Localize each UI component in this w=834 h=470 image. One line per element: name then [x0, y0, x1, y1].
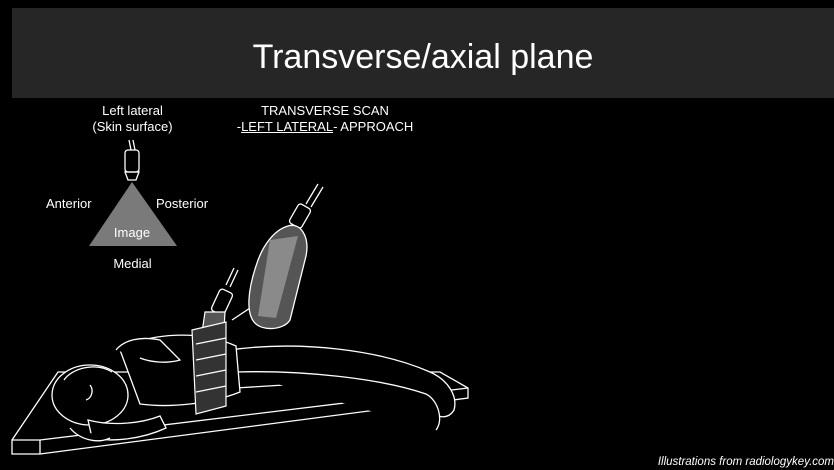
posterior-label: Posterior [156, 196, 208, 212]
probe-label-line2: (Skin surface) [80, 119, 185, 135]
scan-heading-underlined: LEFT LATERAL [241, 119, 333, 134]
scan-heading-line1: TRANSVERSE SCAN [230, 103, 420, 119]
patient-figure [52, 335, 455, 441]
scan-heading-line2: -LEFT LATERAL- APPROACH [230, 119, 420, 135]
cross-section-probe-icon [288, 184, 323, 229]
probe-icon [125, 140, 139, 180]
probe-label-line1: Left lateral [80, 103, 185, 119]
scan-heading-suffix: - APPROACH [333, 119, 413, 134]
medial-label: Medial [95, 256, 170, 272]
image-label: Image [103, 225, 161, 241]
anterior-label: Anterior [46, 196, 92, 212]
body-scan-slice [192, 312, 226, 414]
magnified-cross-section [249, 225, 307, 328]
scan-heading: TRANSVERSE SCAN -LEFT LATERAL- APPROACH [230, 103, 420, 135]
credit-text: Illustrations from radiologykey.com [658, 456, 834, 468]
body-probe-icon [211, 268, 238, 316]
probe-position-label: Left lateral (Skin surface) [80, 103, 185, 135]
